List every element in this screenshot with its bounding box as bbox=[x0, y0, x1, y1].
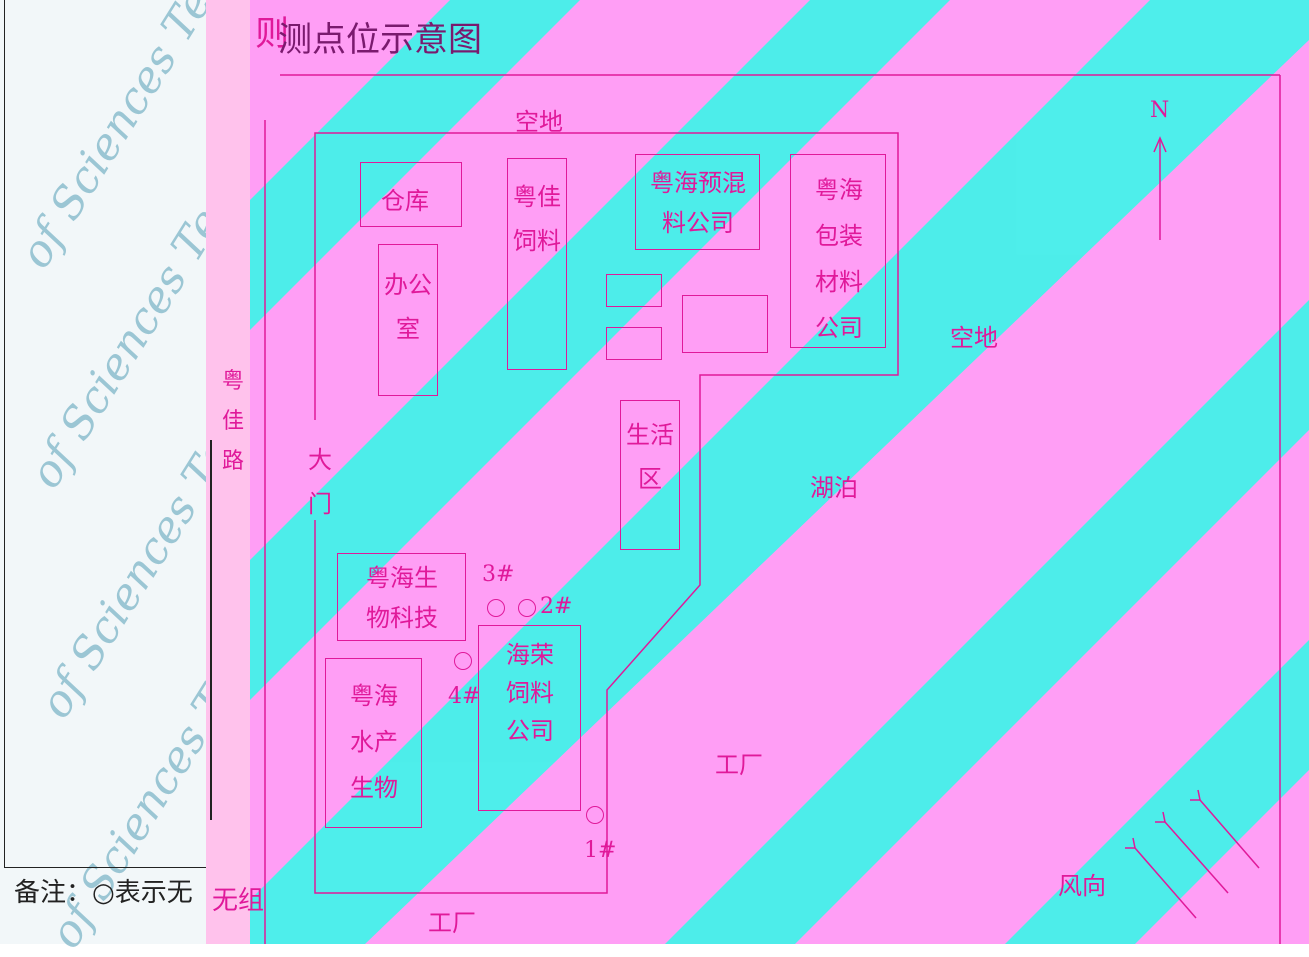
point-3-label: 3# bbox=[482, 562, 515, 587]
sampling-point-3-marker bbox=[487, 599, 505, 617]
packaging-building: 粤海包装材料公司 bbox=[790, 154, 886, 348]
aquatic-building: 粤海水产生物 bbox=[325, 658, 422, 828]
wind-arrows-icon bbox=[1130, 790, 1260, 920]
small-building bbox=[606, 274, 662, 307]
title-fragment: 则 bbox=[255, 14, 289, 54]
legend-note: 备注：○表示无 bbox=[14, 872, 193, 909]
packaging-label: 粤海包装材料公司 bbox=[815, 176, 863, 342]
premix-building: 粤海预混料公司 bbox=[635, 154, 760, 250]
diagonal-stripe-overlay bbox=[250, 0, 1309, 944]
small-building bbox=[682, 295, 768, 353]
sampling-point-4-marker bbox=[454, 652, 472, 670]
wind-direction-label: 风向 bbox=[1058, 872, 1106, 900]
office-label: 办公室 bbox=[384, 271, 432, 343]
office-building: 办公室 bbox=[378, 244, 438, 396]
biotech-label: 粤海生物科技 bbox=[366, 564, 438, 632]
yuejia-feed-building: 粤佳饲料 bbox=[507, 158, 567, 370]
note-prefix: 备注： bbox=[14, 878, 93, 908]
document-frame bbox=[4, 0, 209, 868]
warehouse-building: 仓库 bbox=[360, 162, 462, 227]
map-title: 测点位示意图 bbox=[278, 20, 482, 60]
lake-label: 湖泊 bbox=[810, 474, 858, 502]
point-1-label: 1# bbox=[584, 838, 617, 863]
sampling-point-2-marker bbox=[518, 599, 536, 617]
site-map: 则 测点位示意图 空地 空地 仓库 办公室 粤佳饲料 粤海预混料公司 粤海包装材… bbox=[250, 0, 1309, 944]
road-label: 粤佳路 bbox=[218, 362, 248, 482]
open-space-top-label: 空地 bbox=[515, 108, 563, 136]
note-text: ○表示无 bbox=[92, 878, 193, 908]
small-building bbox=[606, 327, 662, 360]
gate-label: 大门 bbox=[308, 446, 332, 518]
hairong-building: 海荣饲料公司 bbox=[478, 625, 581, 811]
premix-label: 粤海预混料公司 bbox=[650, 169, 746, 237]
hairong-label: 海荣饲料公司 bbox=[506, 641, 554, 745]
road-strip: 粤佳路 bbox=[206, 0, 251, 944]
document-margin: of Sciences Testing of Sciences Testing … bbox=[0, 0, 311, 957]
sampling-point-1-marker bbox=[586, 806, 604, 824]
note-tail: 无组 bbox=[212, 886, 265, 916]
yuejia-feed-label: 粤佳饲料 bbox=[513, 183, 561, 255]
living-area-building: 生活区 bbox=[620, 400, 680, 550]
point-2-label: 2# bbox=[540, 594, 573, 619]
warehouse-label: 仓库 bbox=[381, 187, 429, 215]
open-space-right-label: 空地 bbox=[950, 324, 998, 352]
living-area-label: 生活区 bbox=[626, 421, 674, 493]
biotech-building: 粤海生物科技 bbox=[337, 553, 466, 641]
point-4-label: 4# bbox=[448, 684, 481, 709]
factory-middle-label: 工厂 bbox=[715, 751, 763, 779]
factory-bottom-label: 工厂 bbox=[428, 909, 476, 937]
road-label-text: 粤佳路 bbox=[221, 369, 244, 474]
map-lines bbox=[264, 74, 1281, 944]
north-arrow-icon bbox=[1154, 130, 1166, 142]
north-label: N bbox=[1150, 98, 1170, 123]
aquatic-label: 粤海水产生物 bbox=[350, 682, 398, 802]
road-edge-line bbox=[210, 440, 212, 820]
